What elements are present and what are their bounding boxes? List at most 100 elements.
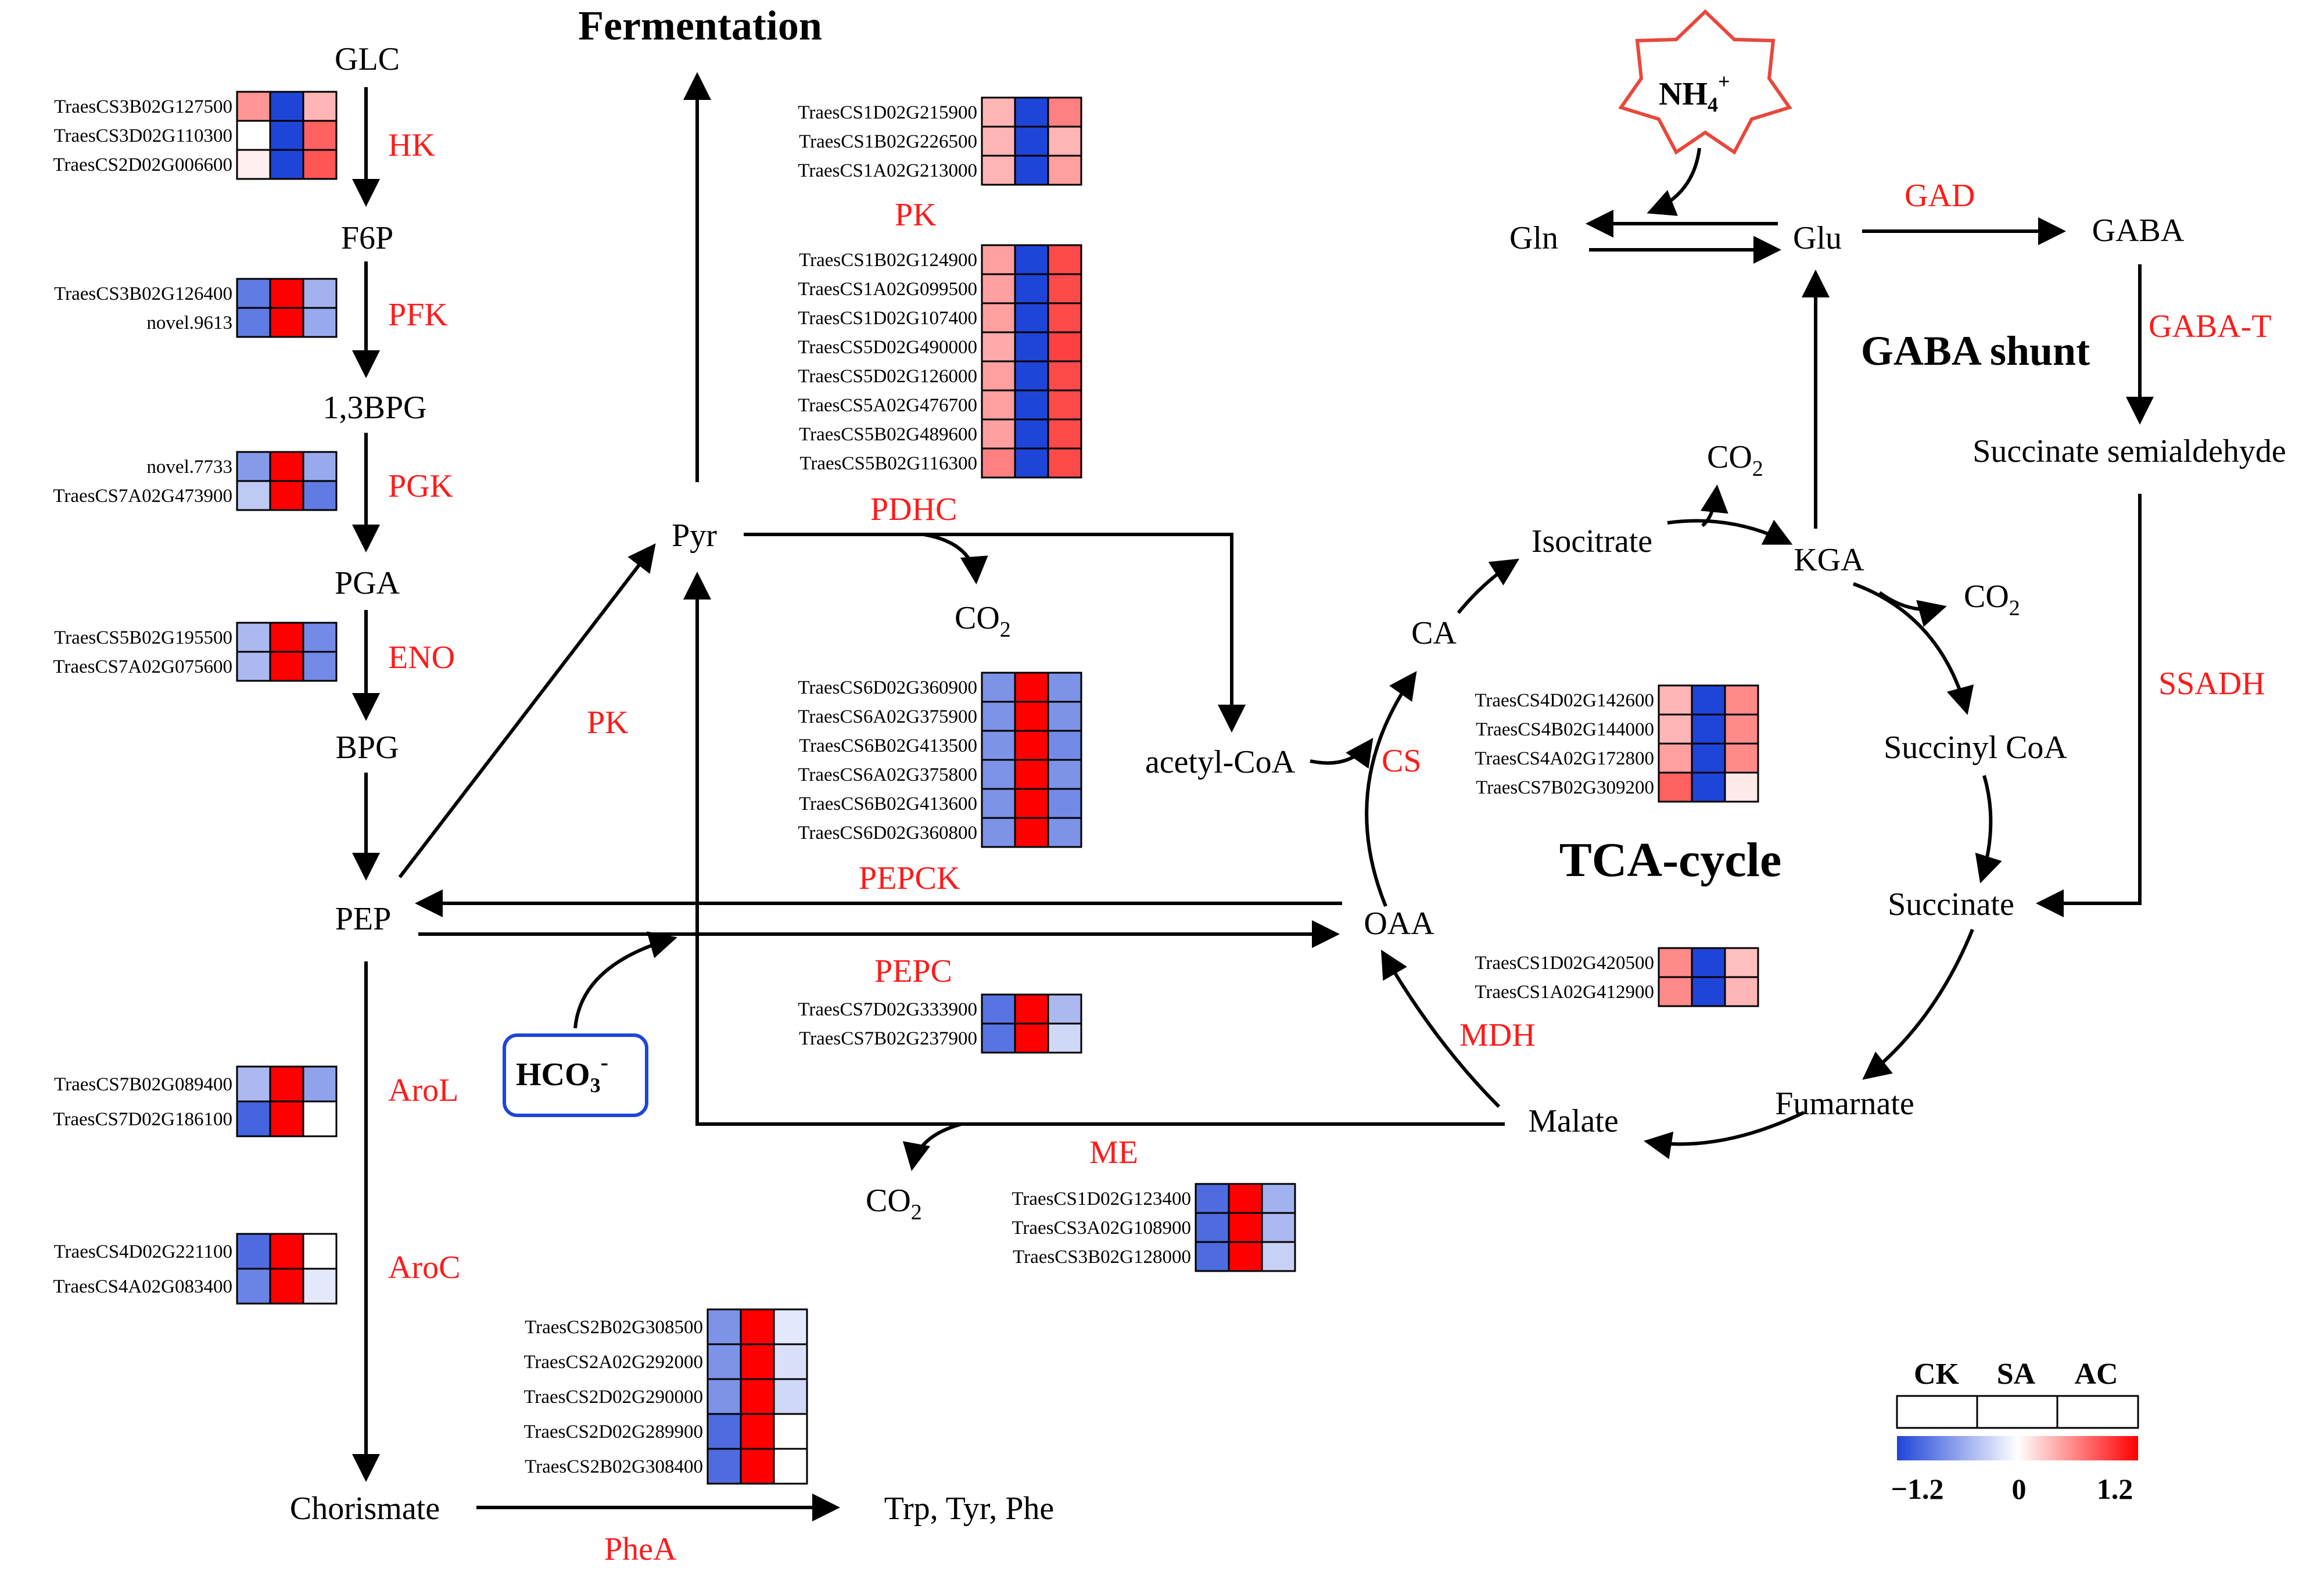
metabolite-pyr: Pyr: [672, 518, 717, 554]
heatmap-cell: [269, 651, 304, 682]
heatmap-cell: [1691, 771, 1726, 803]
legend-tick-min: −1.2: [1891, 1473, 1944, 1505]
metabolite-acetyl-coa: acetyl-CoA: [1145, 744, 1296, 780]
heatmap-cell: [1658, 947, 1693, 978]
metabolite-succinate: Succinate: [1888, 886, 2014, 922]
metabolite-succinate-semialdehyde: Succinate semialdehyde: [1972, 433, 2286, 469]
heatmap-cell: [981, 788, 1016, 819]
heatmap-cell: [773, 1308, 808, 1345]
heatmap-cell: [981, 730, 1016, 761]
heatmap-cell: [269, 1268, 304, 1305]
heatmap-cell: [1014, 701, 1049, 732]
heatmap-cell: [1228, 1241, 1263, 1272]
heatmap-gene-label: TraesCS5D02G126000: [798, 366, 977, 387]
arrow-succinate-fumarnate: [1862, 928, 1974, 1080]
metabolite-trp-tyr-phe: Trp, Tyr, Phe: [884, 1491, 1055, 1527]
metabolite-kga: KGA: [1794, 542, 1864, 578]
heatmap-gene-label: TraesCS1D02G215900: [798, 102, 977, 123]
heatmap-gene-label: TraesCS1D02G420500: [1475, 953, 1654, 974]
arrow-malate-pyr: [683, 572, 1505, 1126]
enzyme-mdh: MDH: [1459, 1017, 1536, 1053]
heatmap-cell: [981, 993, 1016, 1025]
heatmap-cell: [1047, 1022, 1082, 1054]
arrow-kga-co2: [1878, 591, 1947, 627]
heatmap-gene-label: TraesCS6D02G360800: [798, 823, 977, 843]
heatmap-gene-label: TraesCS1A02G099500: [798, 279, 977, 300]
heatmap-gene-label: TraesCS4A02G083400: [53, 1276, 232, 1297]
heatmap-gene-label: TraesCS7D02G333900: [798, 999, 977, 1020]
heatmap-cell: [1047, 817, 1082, 848]
heatmap-cell: [1047, 389, 1082, 421]
heatmap-cell: [981, 418, 1016, 450]
heatmap-cell: [1691, 713, 1726, 745]
heatmap-gene-label: TraesCS7B02G089400: [54, 1074, 232, 1095]
heatmap-cell: [1724, 947, 1759, 978]
heatmap-cell: [1047, 447, 1082, 479]
heatmap-gene-label: TraesCS6A02G375800: [798, 764, 977, 785]
heatmap-gene-label: TraesCS6B02G413500: [799, 735, 977, 756]
enzyme-gad: GAD: [1905, 178, 1975, 214]
arrow-ca-isocitrate: [1457, 558, 1520, 614]
legend-column-box: [1896, 1395, 2139, 1429]
heatmap-cell: [773, 1343, 808, 1380]
heatmap-cell: [981, 331, 1016, 362]
heatmap-gene-label: TraesCS1D02G123400: [1012, 1189, 1191, 1209]
heading-tca-cycle: TCA-cycle: [1559, 833, 1782, 887]
heatmap-cell: [1014, 331, 1049, 362]
heatmap-gene-label: TraesCS5B02G195500: [54, 627, 232, 648]
heading-gaba-shunt: GABA shunt: [1861, 328, 2090, 374]
heatmap-cell: [1014, 447, 1049, 479]
heatmap-cell: [1691, 947, 1726, 978]
enzyme-gaba-t: GABA-T: [2149, 308, 2272, 344]
heatmap-gene-label: TraesCS5B02G116300: [799, 453, 977, 474]
heatmap-cell: [1658, 684, 1693, 716]
heatmap-cell: [1047, 331, 1082, 362]
heatmap-hk: TraesCS3B02G127500TraesCS3D02G110300Trae…: [53, 91, 338, 180]
enzyme-pgk: PGK: [388, 468, 453, 504]
heatmap-cell: [706, 1343, 742, 1380]
heatmap-cell: [1658, 771, 1693, 803]
heatmap-me: TraesCS1D02G123400TraesCS3A02G108900Trae…: [1012, 1183, 1296, 1272]
heatmap-cell: [1658, 742, 1693, 774]
heatmap-cell: [740, 1343, 775, 1380]
heatmap-cell: [236, 651, 271, 682]
metabolite-pga: PGA: [335, 565, 400, 601]
heading-fermentation: Fermentation: [578, 2, 822, 49]
metabolite-fumarnate: Fumarnate: [1775, 1086, 1914, 1122]
heatmap-cell: [1228, 1212, 1263, 1243]
nh4-label: NH4+: [1659, 70, 1730, 116]
enzyme-eno: ENO: [388, 640, 455, 676]
heatmap-cell: [1014, 817, 1049, 848]
heatmap-gene-label: novel.9613: [146, 313, 232, 333]
heatmap-cell: [1014, 788, 1049, 819]
heatmap-cell: [740, 1448, 775, 1485]
heatmap-gene-label: TraesCS1B02G124900: [799, 250, 977, 271]
heatmap-gene-label: TraesCS1B02G226500: [799, 131, 977, 152]
heatmap-cell: [302, 1233, 338, 1270]
heatmap-phea: TraesCS2B02G308500TraesCS2A02G292000Trae…: [523, 1308, 808, 1485]
heatmap-cell: [302, 1100, 338, 1137]
heatmap-cell: [236, 1065, 271, 1103]
enzyme-phea: PheA: [604, 1531, 677, 1567]
heatmap-gene-label: TraesCS2D02G006600: [53, 155, 232, 175]
heatmap-cell: [1724, 684, 1759, 716]
legend-tick-max: 1.2: [2097, 1473, 2133, 1505]
heatmap-cell: [981, 759, 1016, 790]
arrow-nh4-gln: [1647, 148, 1701, 216]
pathway-arrows: [352, 72, 2154, 1521]
heatmap-cell: [1014, 96, 1049, 128]
heatmap-cell: [302, 91, 338, 122]
heatmap-cell: [981, 155, 1016, 186]
enzyme-ssadh: SSADH: [2158, 666, 2265, 702]
heatmap-cell: [1047, 730, 1082, 761]
metabolite-gln: Gln: [1509, 220, 1558, 256]
heatmap-gene-label: TraesCS7B02G309200: [1476, 777, 1654, 798]
heatmap-gene-label: TraesCS3A02G108900: [1012, 1218, 1191, 1239]
heatmap-cell: [302, 451, 338, 482]
heatmap-cell: [1724, 713, 1759, 745]
heatmap-gene-label: TraesCS7A02G075600: [53, 656, 232, 677]
heatmap-cell: [236, 307, 271, 338]
